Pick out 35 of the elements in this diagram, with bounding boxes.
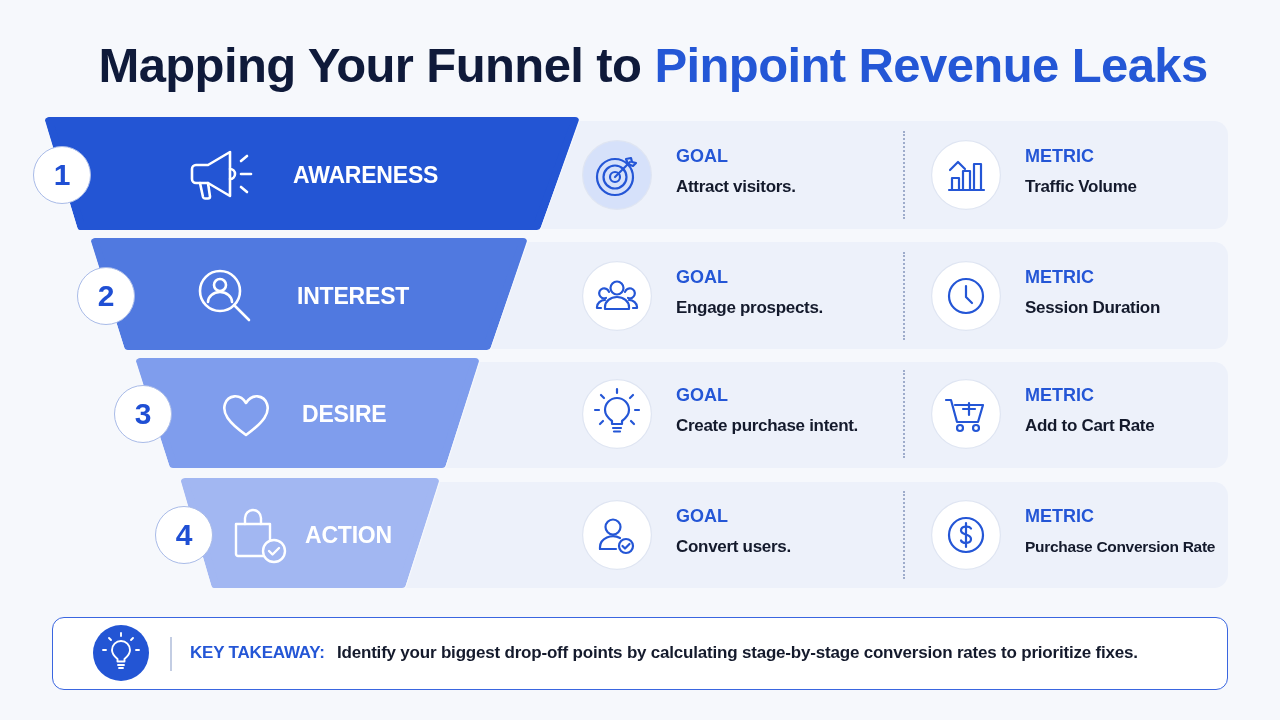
metric-value: Purchase Conversion Rate xyxy=(1025,537,1216,557)
goal-text: Convert users. xyxy=(676,536,791,558)
metric-value: Session Duration xyxy=(1025,297,1160,319)
step-number-circle: 2 xyxy=(77,267,135,325)
stage-card xyxy=(446,362,1228,468)
metric-heading: METRIC xyxy=(1025,145,1094,167)
goal-heading: GOAL xyxy=(676,145,728,167)
goal-text: Attract visitors. xyxy=(676,176,796,198)
goal-text: Engage prospects. xyxy=(676,297,823,319)
stage-card xyxy=(406,482,1228,588)
goal-heading: GOAL xyxy=(676,384,728,406)
metric-heading: METRIC xyxy=(1025,266,1094,288)
step-number-circle: 4 xyxy=(155,506,213,564)
step-number-circle: 1 xyxy=(33,146,91,204)
metric-heading: METRIC xyxy=(1025,505,1094,527)
stage-label: AWARENESS xyxy=(293,162,439,188)
funnel-stage-band xyxy=(90,238,528,350)
goal-text: Create purchase intent. xyxy=(676,415,859,437)
step-number-circle: 3 xyxy=(114,385,172,443)
takeaway-text: Identify your biggest drop-off points by calculating stage-by-stage conversion rates to prioritize fixes. xyxy=(337,642,1138,664)
metric-value: Traffic Volume xyxy=(1025,176,1137,198)
goal-heading: GOAL xyxy=(676,505,728,527)
takeaway-box xyxy=(52,617,1228,690)
metric-heading: METRIC xyxy=(1025,384,1094,406)
stage-label: ACTION xyxy=(305,522,392,548)
title: Mapping Your Funnel to Pinpoint Revenue Leaks xyxy=(98,37,1208,94)
stage-label: DESIRE xyxy=(302,401,387,427)
metric-value: Add to Cart Rate xyxy=(1025,415,1155,437)
funnel-stage-band xyxy=(44,117,580,230)
stage-card xyxy=(541,121,1228,229)
takeaway-heading: KEY TAKEAWAY: xyxy=(190,642,325,664)
stage-label: INTEREST xyxy=(297,283,410,309)
stage-card xyxy=(491,242,1228,349)
goal-heading: GOAL xyxy=(676,266,728,288)
funnel-stage-band xyxy=(135,358,480,468)
